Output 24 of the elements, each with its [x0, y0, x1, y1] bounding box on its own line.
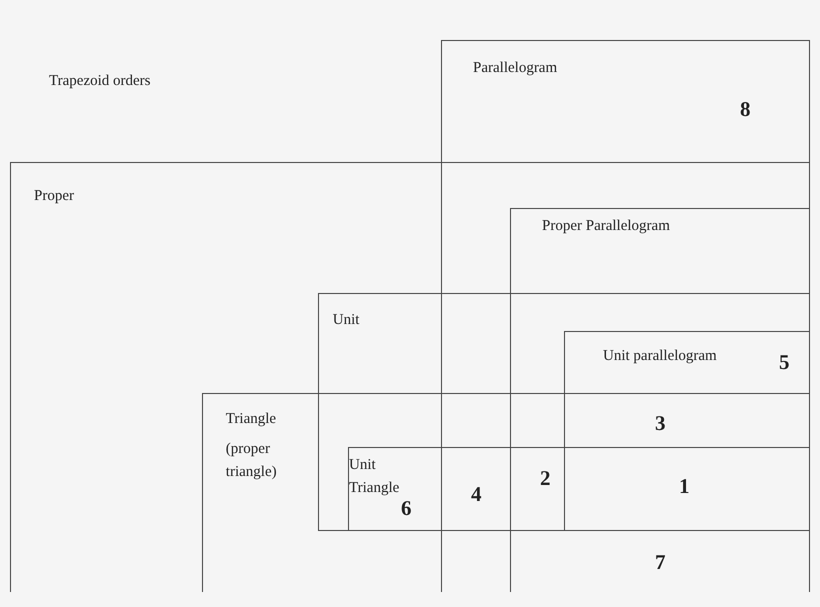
- set-label: Proper: [34, 187, 74, 206]
- region-number: 2: [540, 466, 550, 491]
- set-label: Triangle: [226, 410, 276, 429]
- region-number: 6: [401, 496, 412, 521]
- region-number: 3: [655, 411, 666, 436]
- set-region: [348, 447, 810, 531]
- region-number: 5: [779, 350, 790, 375]
- set-label: (proper triangle): [226, 440, 278, 482]
- set-label: Unit: [332, 310, 360, 330]
- set-region: [318, 292, 810, 531]
- region-number: 4: [471, 482, 482, 507]
- set-label: Proper Parallelogram: [542, 217, 670, 236]
- set-region: [510, 208, 810, 592]
- set-region: [202, 392, 810, 592]
- region-number: 1: [679, 474, 690, 499]
- diagram-heading: Trapezoid orders: [49, 72, 151, 91]
- set-region: [441, 40, 810, 592]
- region-number: 8: [740, 97, 750, 122]
- set-region: [564, 331, 810, 531]
- set-label: Unit parallelogram: [603, 347, 717, 366]
- region-number: 7: [655, 550, 666, 575]
- set-label: Parallelogram: [473, 59, 558, 78]
- set-label: Unit Triangle: [349, 456, 400, 498]
- set-region: [10, 162, 810, 592]
